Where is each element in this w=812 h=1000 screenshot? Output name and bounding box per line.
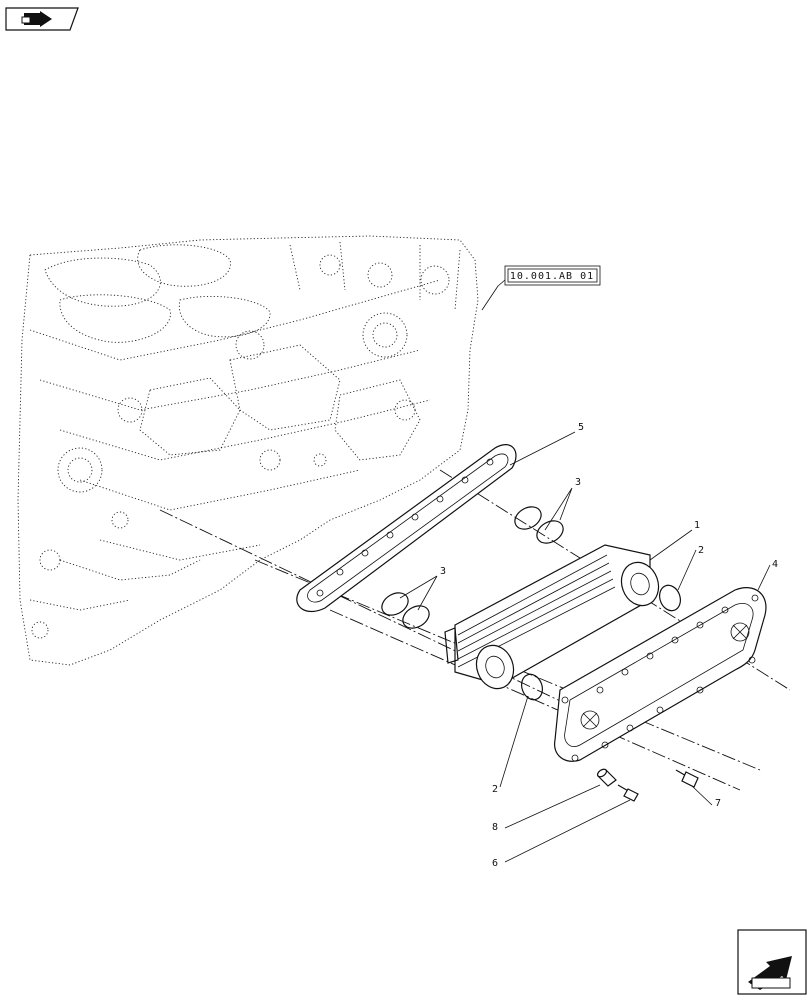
reference-box[interactable]: 10.001.AB 01 <box>504 265 601 286</box>
callout-2-upper: 2 <box>698 545 704 556</box>
callout-1: 1 <box>694 520 700 531</box>
next-page-icon[interactable] <box>737 929 807 995</box>
gasket-part-5 <box>296 444 517 613</box>
cover-part-4 <box>553 587 767 762</box>
oil-cooler-part-1 <box>444 544 660 690</box>
bolt-part-7 <box>675 769 699 788</box>
callout-2-lower: 2 <box>492 784 498 795</box>
seal-ring-part-2-upper <box>659 584 681 612</box>
seal-ring-part-2-lower <box>521 673 543 701</box>
callout-6: 6 <box>492 858 498 869</box>
callout-numbers: 5 3 3 1 2 4 2 7 8 6 <box>440 422 778 869</box>
engine-block-outline <box>17 235 479 666</box>
callout-3-upper: 3 <box>575 477 581 488</box>
o-rings-part-3-lower <box>381 592 430 629</box>
back-arrow-icon[interactable] <box>5 7 79 31</box>
screw-part-6 <box>617 784 639 802</box>
callout-4: 4 <box>772 559 778 570</box>
plug-part-8 <box>596 768 617 787</box>
callout-5: 5 <box>578 422 584 433</box>
reference-label: 10.001.AB 01 <box>510 271 594 282</box>
callout-8: 8 <box>492 822 498 833</box>
leader-lines <box>399 279 771 863</box>
o-rings-part-3-upper <box>514 506 564 544</box>
callout-3-lower: 3 <box>440 566 446 577</box>
callout-7: 7 <box>715 798 721 809</box>
